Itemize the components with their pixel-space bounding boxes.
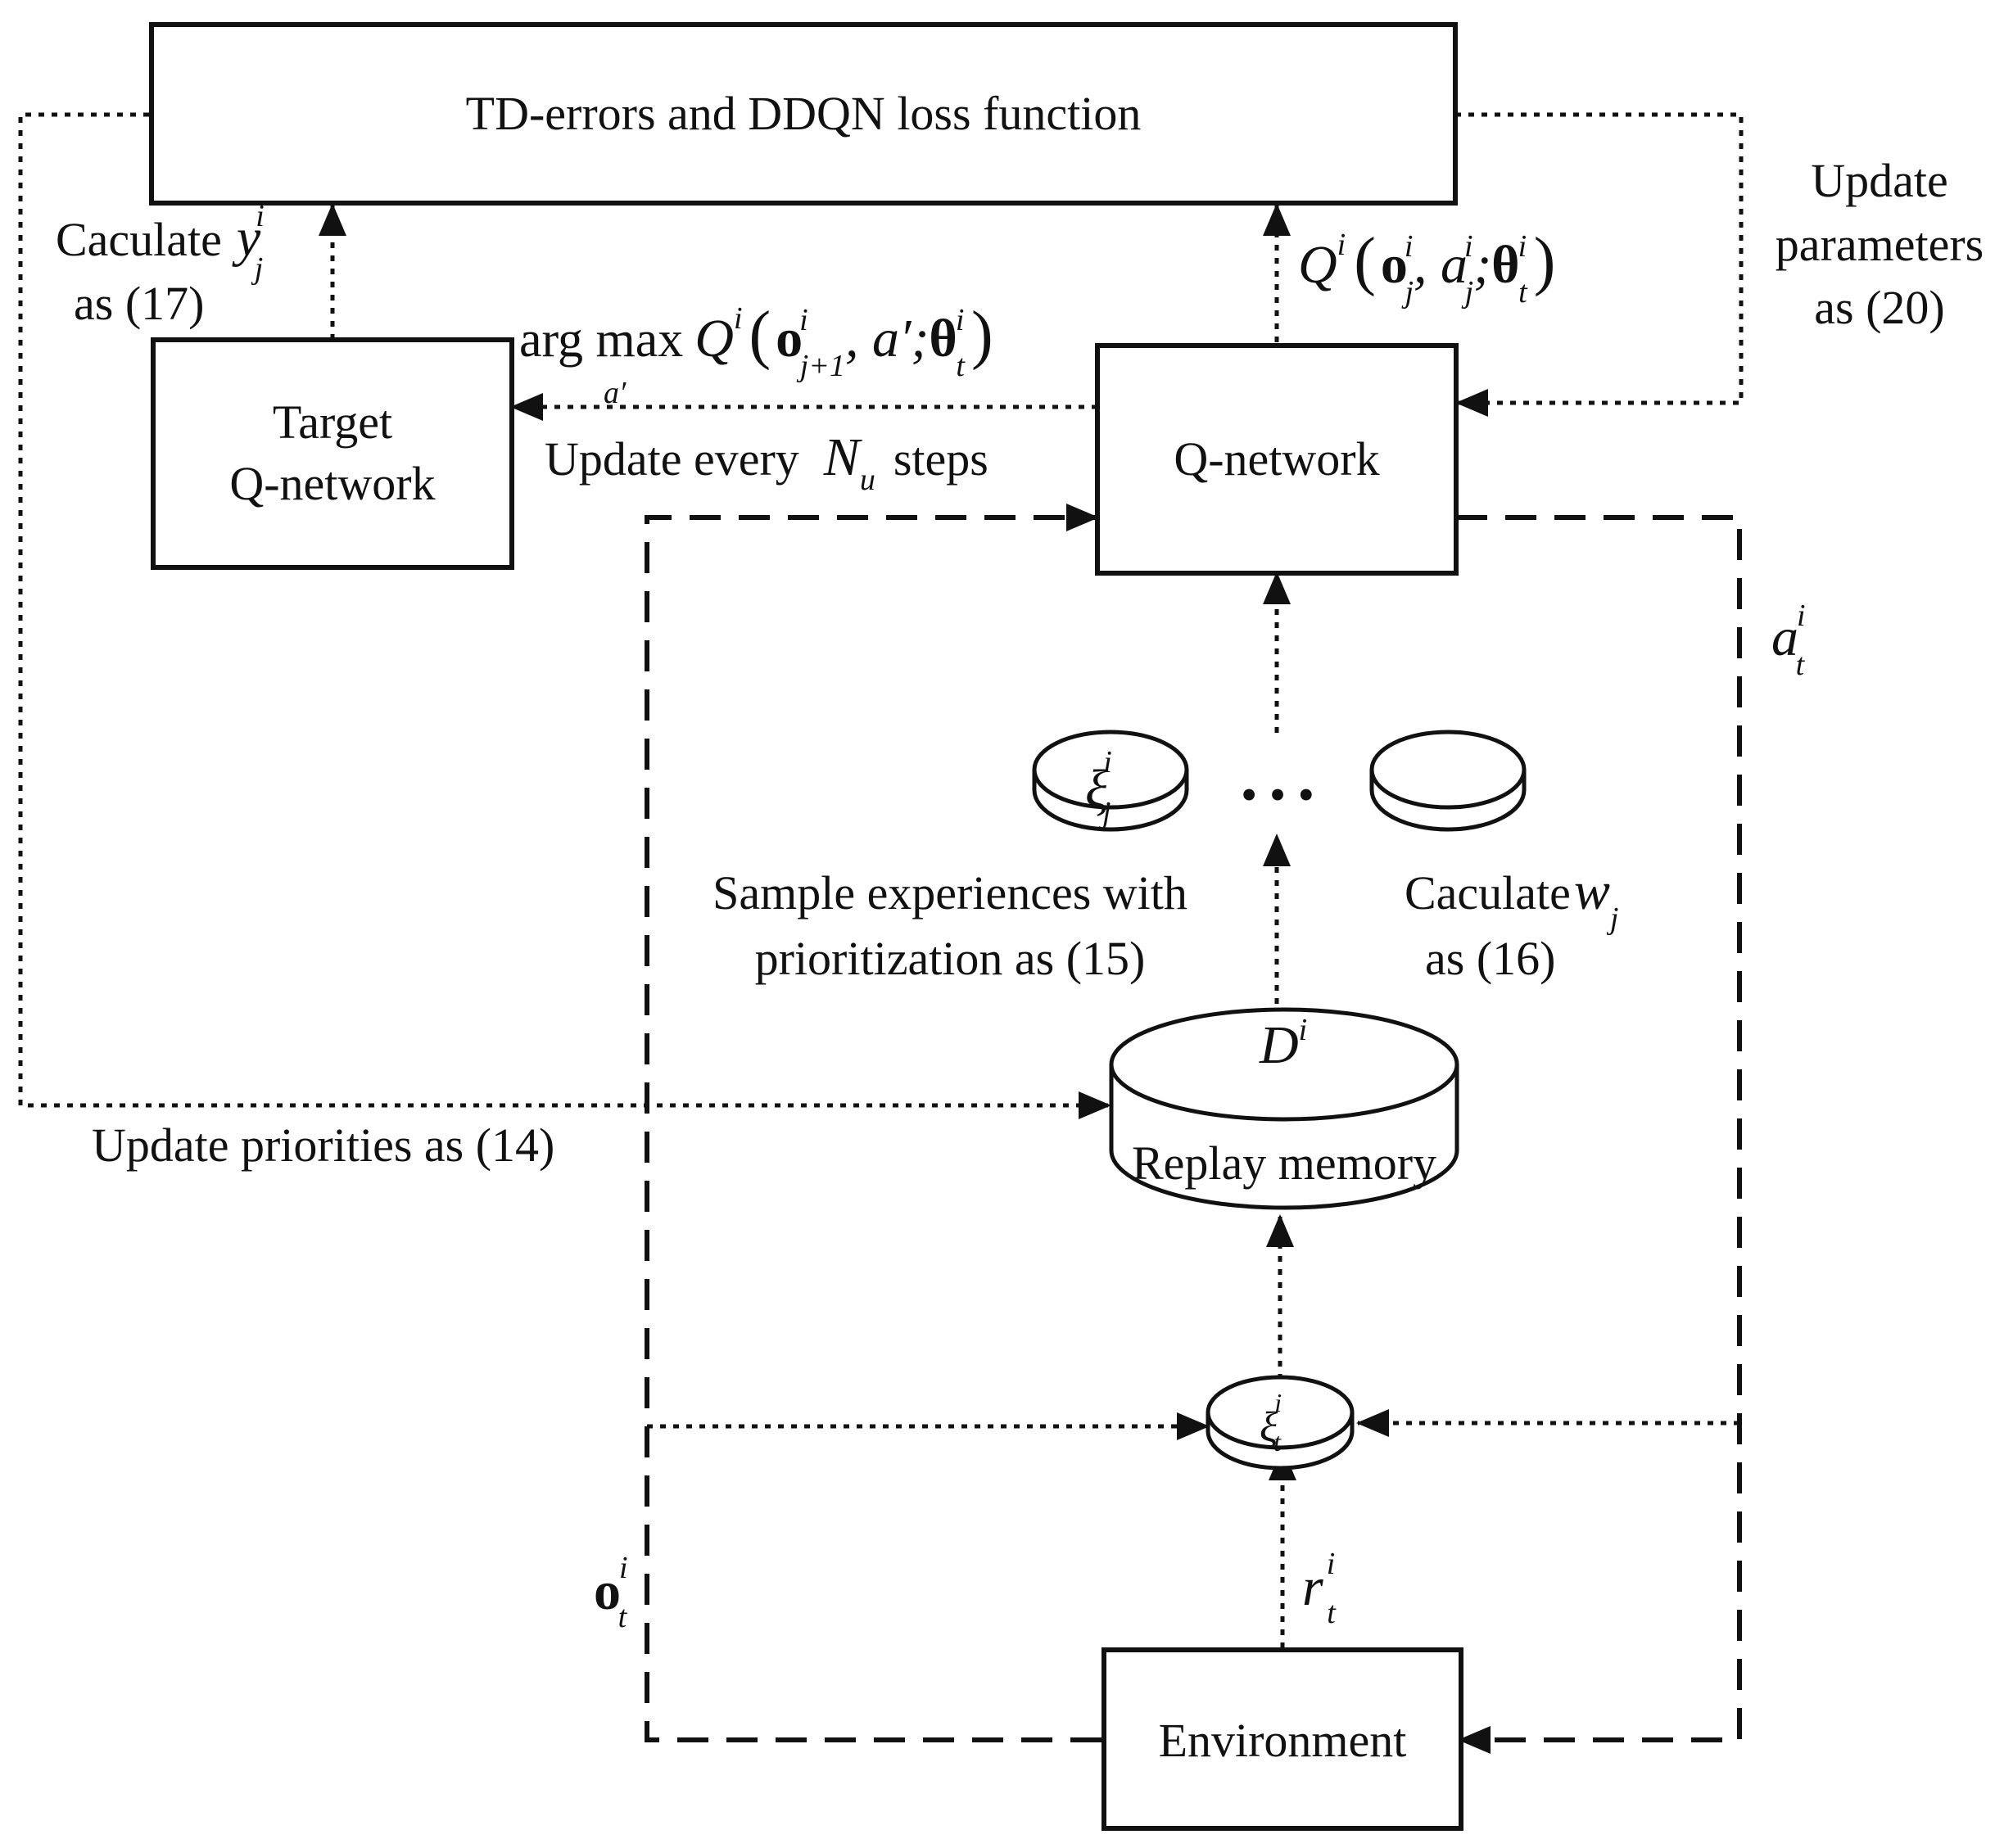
- ellipsis-dots: • • •: [1241, 768, 1314, 821]
- environment-label: Environment: [1159, 1714, 1407, 1767]
- sample-disc-xi-j: [1032, 730, 1189, 832]
- calc-y-ref: as (17): [74, 277, 204, 330]
- replay-memory-cylinder: [1109, 1007, 1459, 1210]
- environment-box: [1102, 1647, 1463, 1831]
- update-priorities-label: Update priorities as (14): [92, 1118, 554, 1172]
- update-params-1: Update: [1811, 154, 1948, 207]
- argmax-subscript: a′: [604, 376, 627, 410]
- replay-memory-label: Replay memory: [1132, 1136, 1436, 1190]
- update-params-2: parameters: [1776, 218, 1984, 271]
- qnetwork-box: [1095, 343, 1459, 576]
- calc-w-label: Caculatewj: [1405, 861, 1618, 936]
- sample-label-2: prioritization as (15): [755, 932, 1146, 985]
- arrow-env-to-qnet-observation: [645, 504, 1102, 1742]
- target-qnetwork-box: [151, 337, 514, 570]
- arrow-update-priorities: [18, 112, 1111, 1119]
- sample-label-1: Sample experiences with: [712, 866, 1187, 919]
- update-params-3: as (20): [1814, 281, 1944, 334]
- target-qnetwork-label-1: Target: [273, 395, 392, 449]
- loss-function-box: [149, 22, 1458, 206]
- calc-w-ref: as (16): [1425, 932, 1555, 985]
- loss-function-label: TD-errors and DDQN loss function: [466, 87, 1142, 140]
- target-qnetwork-label-2: Q-network: [229, 457, 435, 510]
- replay-memory-symbol: Di: [1259, 1013, 1307, 1075]
- arrow-qnet-to-env-action: [1456, 515, 1742, 1754]
- sample-disc-empty: [1369, 730, 1527, 832]
- qnetwork-label: Q-network: [1174, 432, 1379, 486]
- transition-disc-xi-t: [1206, 1375, 1355, 1471]
